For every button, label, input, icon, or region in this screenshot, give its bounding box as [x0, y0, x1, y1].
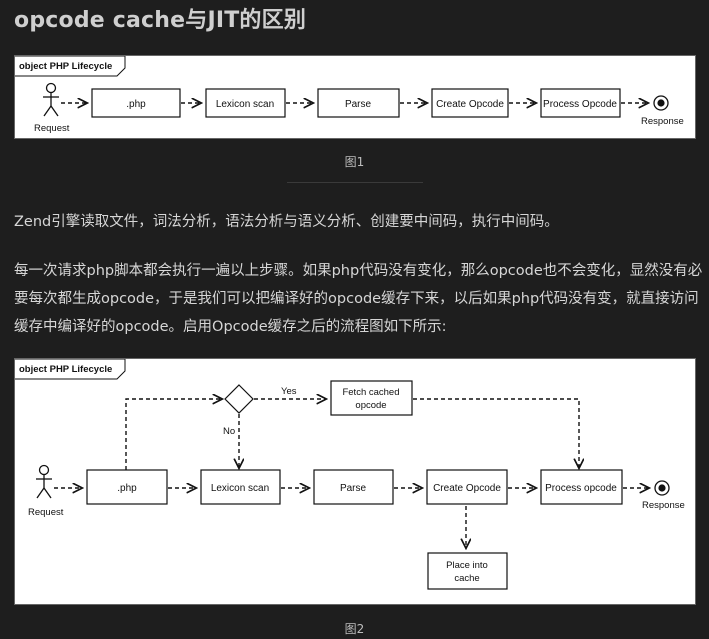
step-process-opcode-box [540, 88, 621, 118]
step-label: Process opcode [545, 483, 617, 494]
fetch-cached-box [330, 380, 413, 416]
fetch-cached-label: opcode [355, 400, 386, 411]
arrow [125, 399, 221, 470]
step-lexicon-box [200, 469, 281, 505]
figure-2-diagram: object PHP Lifecycle Request [14, 358, 696, 605]
response-end-icon [654, 480, 670, 496]
decision-yes-label: Yes [281, 386, 297, 397]
article-title: opcode cache与JIT的区别 [14, 8, 307, 33]
arrow [413, 398, 579, 467]
step-process-opcode-box [540, 469, 623, 505]
response-label: Response [641, 116, 684, 127]
step-label: Process Opcode [543, 99, 617, 110]
frame-label: object PHP Lifecycle [19, 364, 112, 375]
request-actor-icon [36, 464, 52, 499]
step-parse-box [317, 88, 400, 118]
figure-2-caption: 图2 [344, 622, 365, 636]
paragraph-2: 每一次请求php脚本都会执行一遍以上步骤。如果php代码没有变化，那么opcod… [14, 263, 703, 335]
step-lexicon-box [205, 88, 286, 118]
step-label: Parse [345, 99, 372, 110]
step-label: Create Opcode [436, 99, 504, 110]
paragraph-1: Zend引擎读取文件，词法分析，语法分析与语义分析、创建要中间码，执行中间码。 [14, 214, 559, 230]
figure-1-svg: object PHP Lifecycle Request [15, 55, 684, 134]
decision-no-label: No [223, 426, 235, 437]
step-label: .php [126, 99, 146, 110]
figure-1-caption: 图1 [344, 155, 365, 169]
figure-2-svg: object PHP Lifecycle Request [15, 358, 685, 590]
step-label: Lexicon scan [216, 99, 274, 110]
frame-tab [15, 358, 126, 380]
response-end-icon [653, 95, 669, 111]
cache-decision-diamond [224, 384, 254, 414]
figure-1-diagram: object PHP Lifecycle Request [14, 55, 696, 139]
step-create-opcode-box [431, 88, 509, 118]
step-create-opcode-box [426, 469, 508, 505]
fetch-cached-label: Fetch cached [342, 387, 399, 398]
step-php-box [86, 469, 168, 505]
request-label: Request [28, 507, 64, 518]
request-label: Request [34, 123, 70, 134]
request-actor-icon [43, 82, 59, 117]
step-parse-box [313, 469, 394, 505]
frame-tab [15, 55, 126, 77]
response-label: Response [642, 500, 685, 511]
step-label: Create Opcode [433, 483, 501, 494]
step-label: Lexicon scan [211, 483, 269, 494]
place-into-cache-box [427, 552, 508, 590]
step-label: Parse [340, 483, 367, 494]
place-into-cache-label: Place into [446, 560, 488, 571]
step-php-box [91, 88, 181, 118]
frame-label: object PHP Lifecycle [19, 61, 112, 72]
divider [287, 182, 423, 183]
place-into-cache-label: cache [454, 573, 479, 584]
step-label: .php [117, 483, 137, 494]
